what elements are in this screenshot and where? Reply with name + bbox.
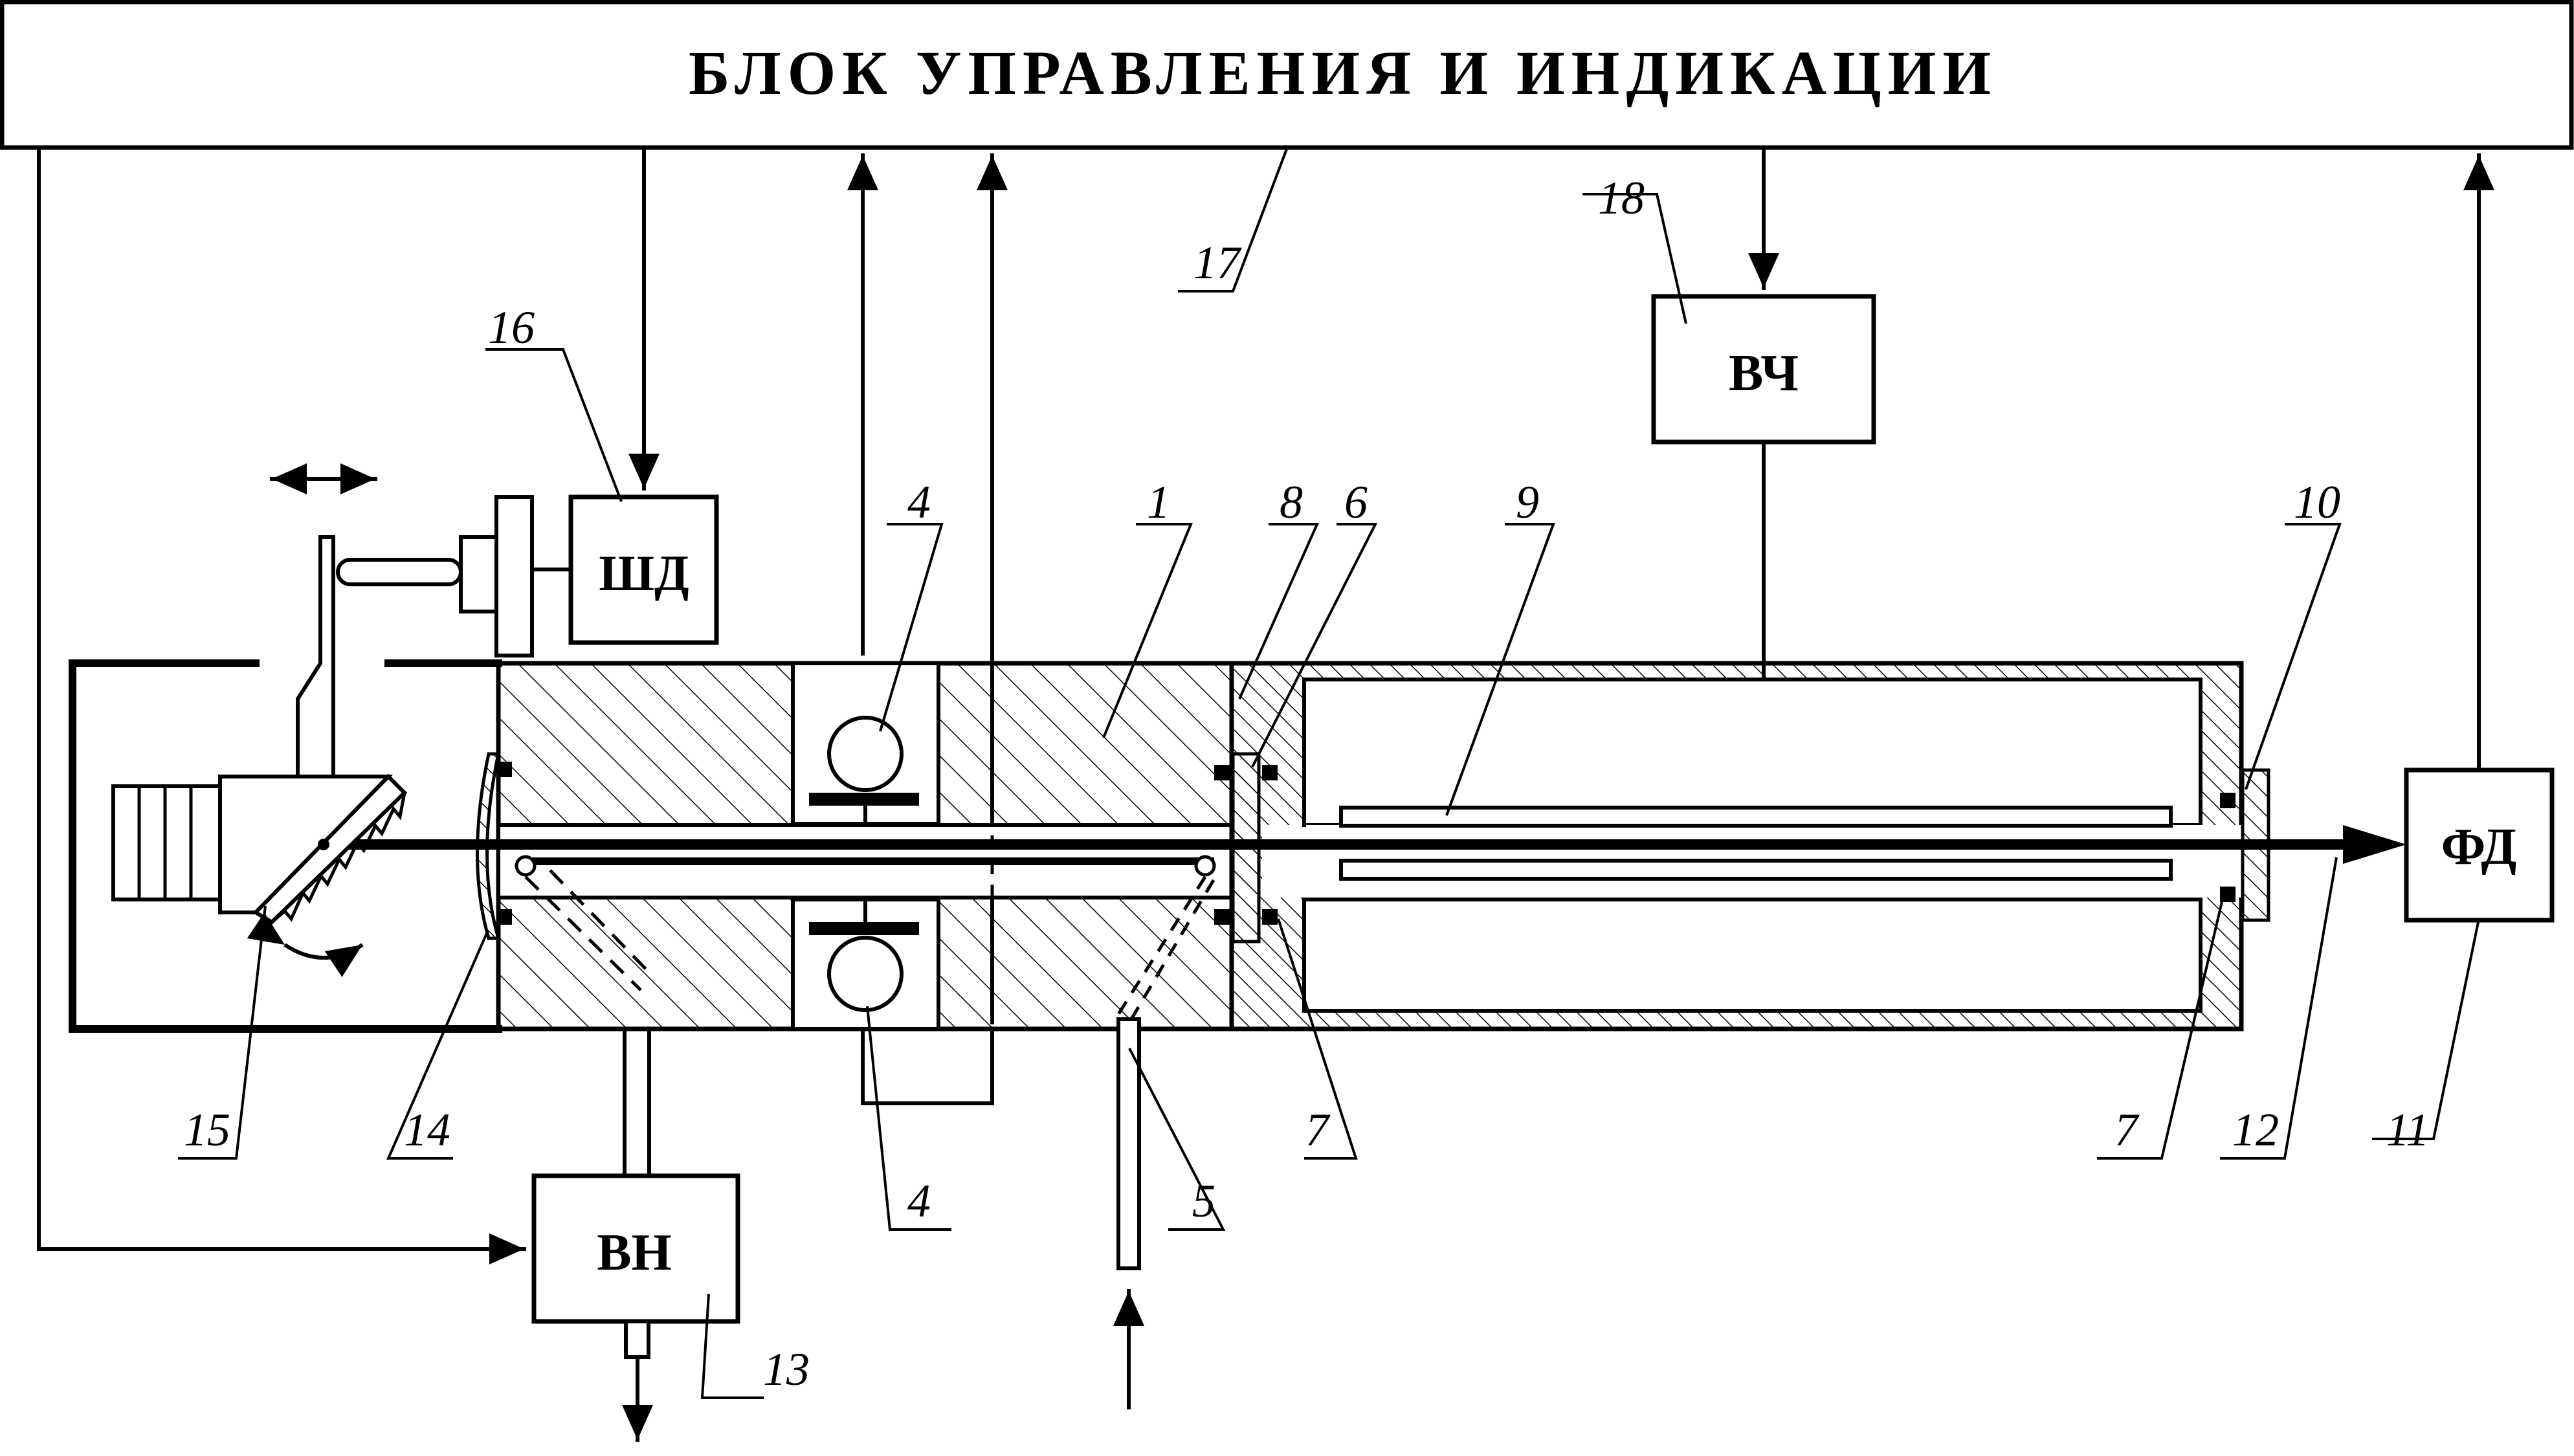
laser-beam (327, 825, 2406, 864)
label-17: 17 (1193, 237, 1242, 289)
label-5: 5 (1192, 1175, 1215, 1227)
vacuum-pump-box: ВН (531, 1173, 740, 1324)
photodetector-label: ФД (2441, 819, 2517, 876)
stepper-motor-label: ШД (599, 545, 689, 601)
part-labels: 17 18 16 4 1 8 6 9 10 11 12 7 7 4 5 14 1… (184, 172, 2429, 1395)
label-15: 15 (184, 1104, 230, 1156)
label-1: 1 (1147, 476, 1170, 528)
electrode-upper (827, 716, 904, 792)
stepper-motor-box: ШД (568, 494, 719, 645)
label-8: 8 (1280, 476, 1303, 528)
label-4-bottom: 4 (907, 1175, 931, 1227)
label-12: 12 (2232, 1104, 2279, 1156)
label-14: 14 (404, 1104, 450, 1156)
label-10: 10 (2294, 476, 2340, 528)
control-unit-block: БЛОК УПРАВЛЕНИЯ И ИНДИКАЦИИ (0, 0, 2574, 150)
electrode-lower (827, 936, 904, 1012)
photodetector-box: ФД (2404, 767, 2555, 923)
leader-lines (178, 145, 2480, 1399)
label-7-left: 7 (1305, 1104, 1331, 1156)
grating-enclosure (69, 659, 502, 1033)
label-4-top: 4 (907, 476, 931, 528)
control-unit-title: БЛОК УПРАВЛЕНИЯ И ИНДИКАЦИИ (689, 38, 1997, 107)
label-7-right: 7 (2114, 1104, 2140, 1156)
label-11: 11 (2386, 1104, 2430, 1156)
label-18: 18 (1598, 172, 1645, 224)
pipes (622, 1017, 1144, 1442)
left-window (476, 752, 512, 940)
rf-generator-label: ВЧ (1729, 345, 1799, 402)
label-16: 16 (488, 302, 535, 353)
label-9: 9 (1516, 476, 1539, 528)
label-13: 13 (763, 1343, 810, 1395)
label-6: 6 (1344, 476, 1368, 528)
diffraction-grating (111, 463, 573, 977)
rf-generator-box: ВЧ (1651, 294, 1876, 445)
vacuum-pump-label: ВН (597, 1224, 672, 1281)
